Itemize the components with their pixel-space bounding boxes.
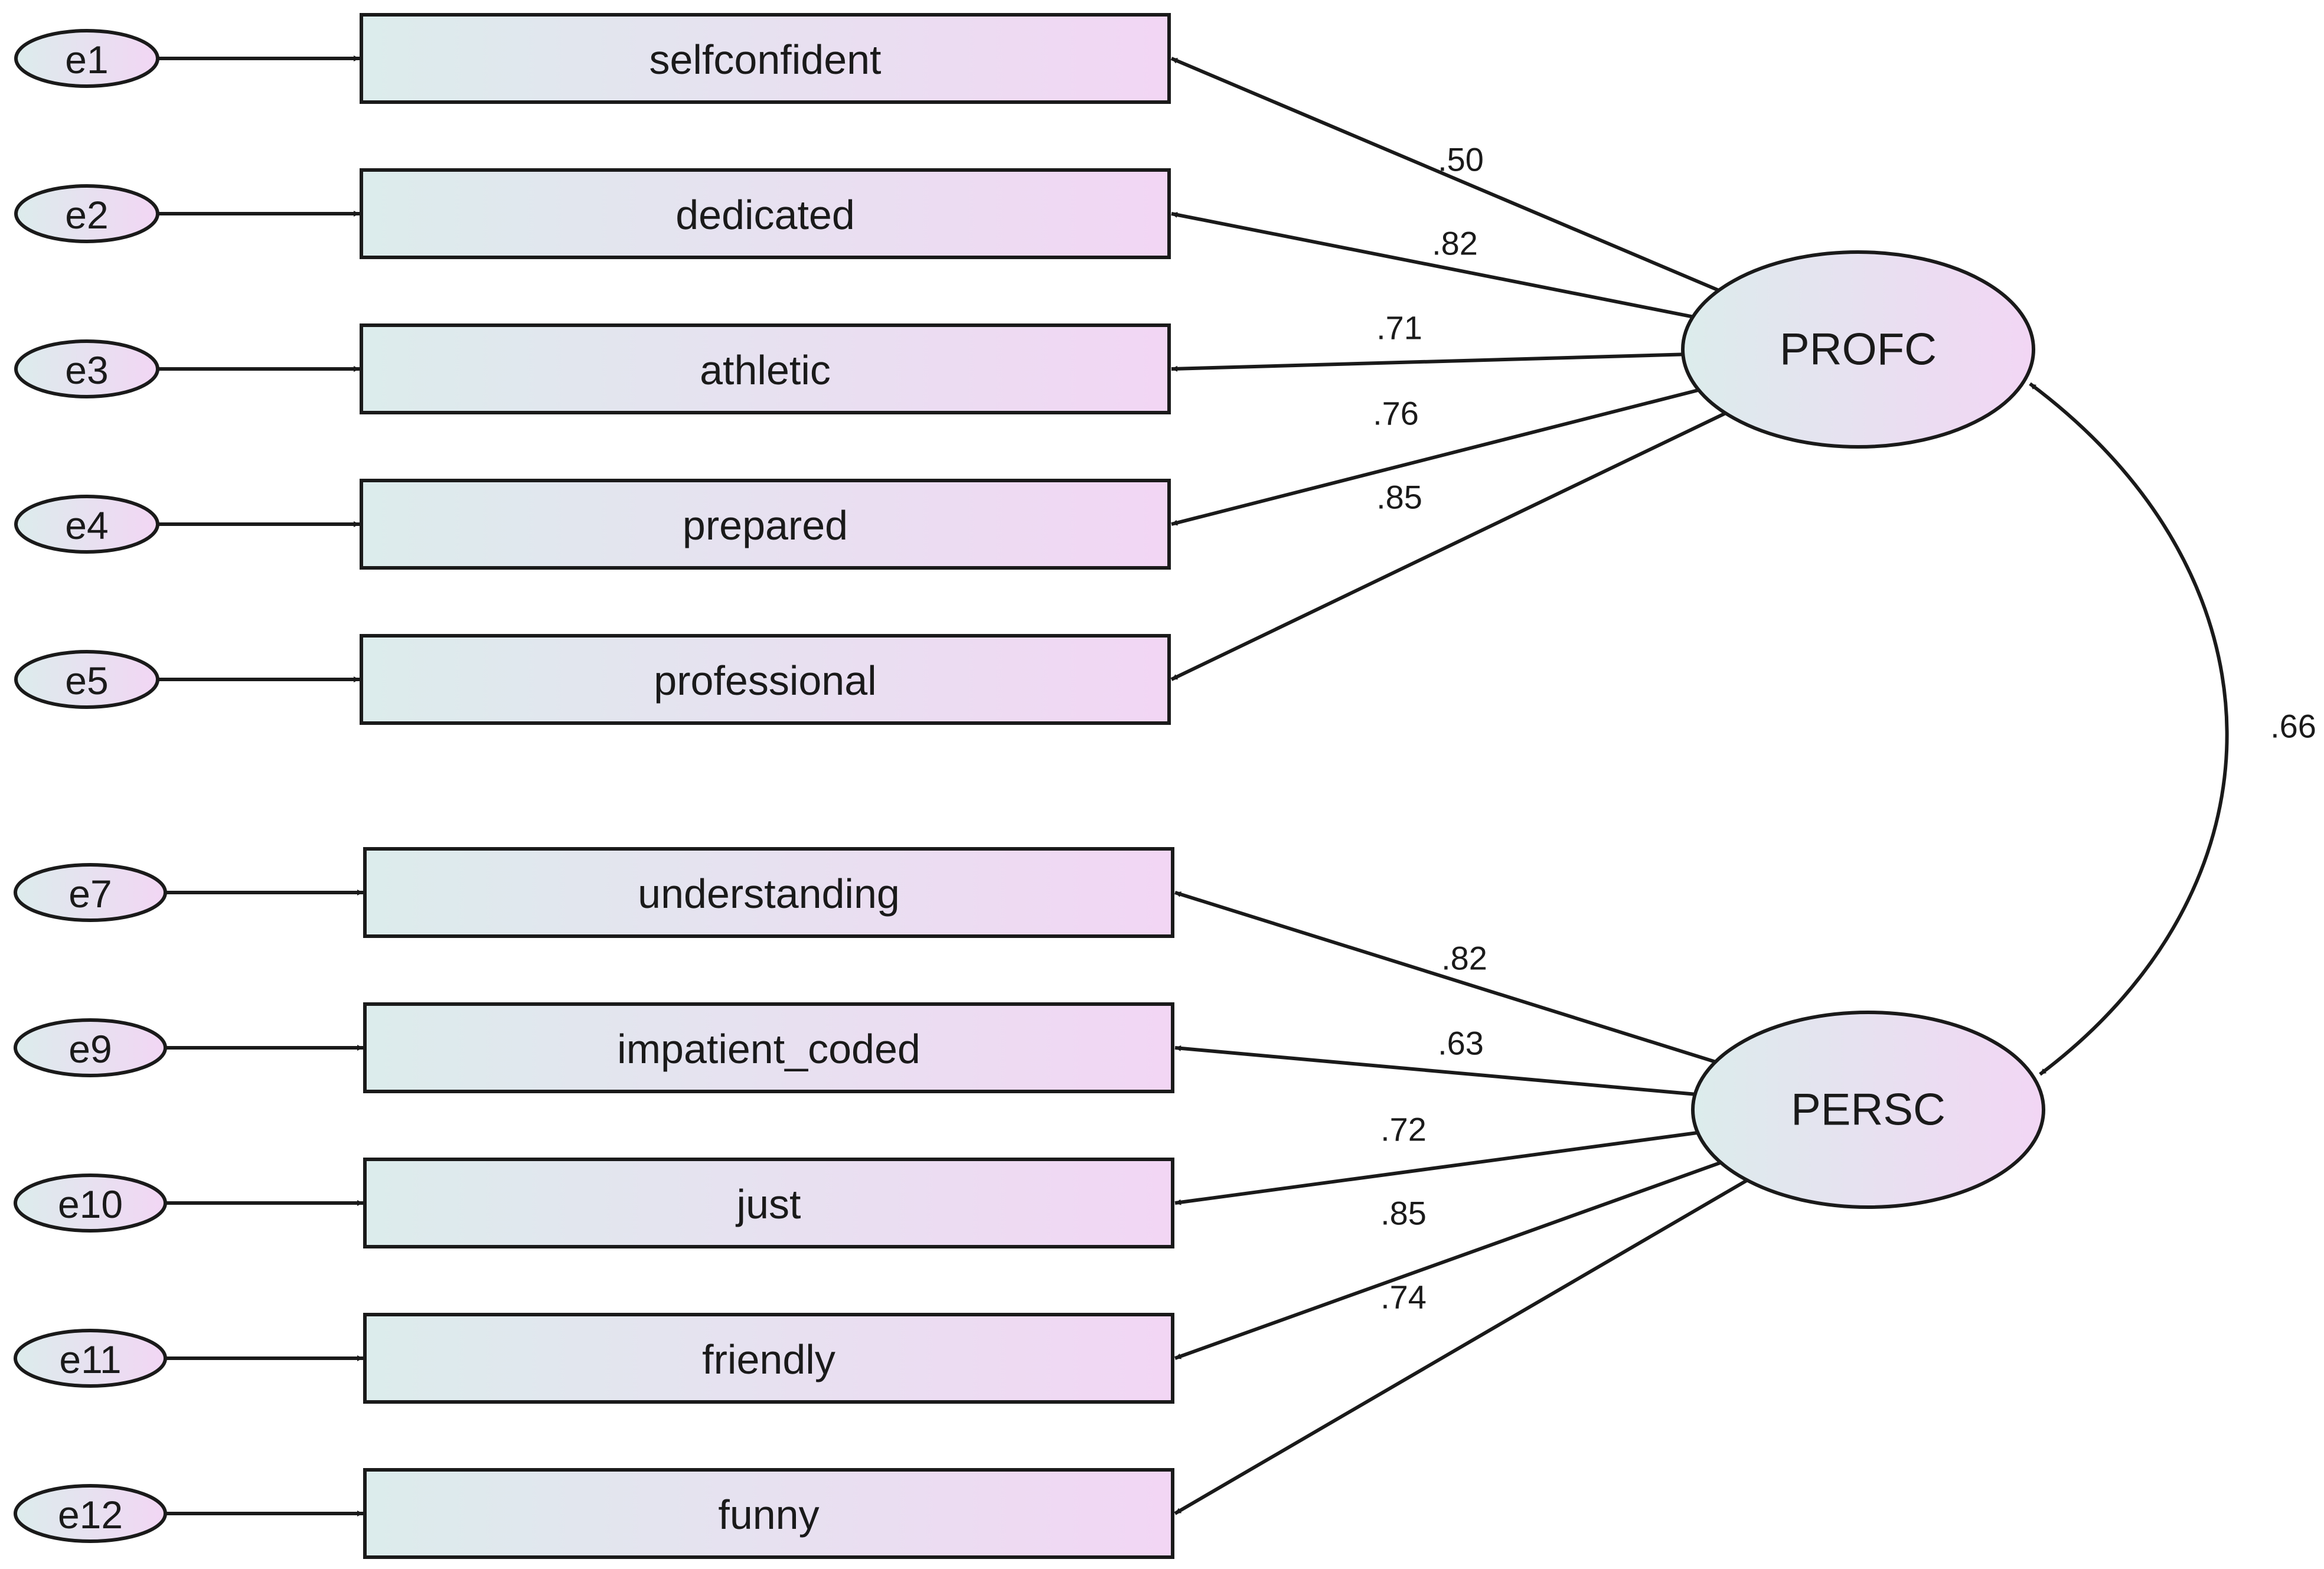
loading-selfconfident: .50 xyxy=(1438,141,1484,178)
correlation-value: .66 xyxy=(2270,708,2316,745)
indicator-just xyxy=(363,1158,1174,1248)
indicator-impatient-coded xyxy=(363,1002,1174,1093)
indicator-athletic-label: athletic xyxy=(700,347,831,393)
error-e3 xyxy=(14,339,159,398)
loading-prepared: .76 xyxy=(1373,395,1419,432)
indicator-just-label: just xyxy=(736,1181,801,1227)
indicator-dedicated xyxy=(360,168,1171,259)
loading-athletic: .71 xyxy=(1376,309,1422,347)
error-e5 xyxy=(14,650,159,709)
loading-path-understanding xyxy=(1174,891,1716,1064)
indicator-professional xyxy=(360,634,1171,725)
loading-path-friendly xyxy=(1174,1161,1722,1360)
error-e10-label: e10 xyxy=(58,1182,123,1226)
loading-just: .72 xyxy=(1380,1111,1427,1148)
indicator-athletic xyxy=(360,323,1171,414)
error-e1-label: e1 xyxy=(65,38,108,81)
indicator-funny xyxy=(363,1468,1174,1559)
indicator-selfconfident xyxy=(360,13,1171,104)
indicator-funny-label: funny xyxy=(718,1492,819,1538)
indicator-selfconfident-label: selfconfident xyxy=(649,37,881,83)
error-e10 xyxy=(14,1174,167,1233)
correlation-path xyxy=(2029,382,2229,1076)
indicator-understanding-label: understanding xyxy=(638,871,900,917)
error-e7 xyxy=(14,863,167,922)
indicator-friendly-label: friendly xyxy=(702,1336,835,1382)
error-e2 xyxy=(14,184,159,243)
error-e7-label: e7 xyxy=(68,872,112,916)
loading-dedicated: .82 xyxy=(1432,225,1478,262)
error-e9 xyxy=(14,1018,167,1077)
error-e3-label: e3 xyxy=(65,348,108,392)
latent-persc-label: PERSC xyxy=(1791,1085,1946,1135)
error-e12-label: e12 xyxy=(58,1493,123,1537)
indicator-understanding xyxy=(363,847,1174,938)
loading-path-athletic xyxy=(1171,352,1683,372)
loading-path-prepared xyxy=(1171,388,1699,526)
latent-persc xyxy=(1691,1011,2045,1209)
latent-profc xyxy=(1681,250,2035,449)
indicator-impatient-coded-label: impatient_coded xyxy=(617,1026,921,1072)
error-e11 xyxy=(14,1329,167,1388)
error-e2-label: e2 xyxy=(65,193,108,237)
latent-profc-label: PROFC xyxy=(1780,325,1937,375)
loading-impatient-coded: .63 xyxy=(1438,1025,1484,1062)
loading-path-just xyxy=(1174,1130,1698,1205)
loading-friendly: .85 xyxy=(1380,1195,1427,1232)
error-e9-label: e9 xyxy=(68,1027,112,1071)
error-e1 xyxy=(14,29,159,88)
indicator-professional-label: professional xyxy=(654,658,876,704)
error-e5-label: e5 xyxy=(65,659,108,702)
loading-funny: .74 xyxy=(1380,1279,1427,1316)
loading-professional: .85 xyxy=(1376,479,1422,516)
indicator-dedicated-label: dedicated xyxy=(675,192,855,238)
indicator-prepared-label: prepared xyxy=(683,502,848,548)
loading-path-dedicated xyxy=(1171,212,1693,319)
loading-understanding: .82 xyxy=(1441,940,1487,977)
loading-path-selfconfident xyxy=(1170,57,1720,292)
indicator-friendly xyxy=(363,1313,1174,1404)
loading-path-professional xyxy=(1170,411,1726,681)
error-e4-label: e4 xyxy=(65,504,108,547)
error-e4 xyxy=(14,495,159,554)
loading-path-impatient-coded xyxy=(1174,1045,1696,1096)
error-e12 xyxy=(14,1484,167,1543)
loading-path-funny xyxy=(1174,1178,1748,1515)
error-e11-label: e11 xyxy=(59,1338,121,1381)
indicator-prepared xyxy=(360,479,1171,570)
